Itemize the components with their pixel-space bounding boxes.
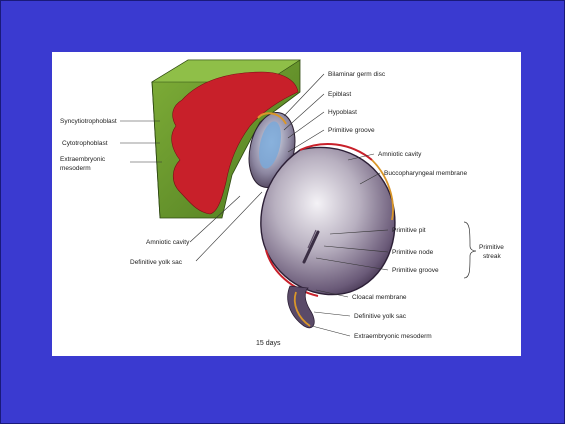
label-primitive-pit: Primitive pit <box>392 227 426 234</box>
label-primitive-groove-top: Primitive groove <box>328 127 375 134</box>
yolk-stalk <box>288 286 315 328</box>
label-primitive-groove: Primitive groove <box>392 267 439 274</box>
label-epiblast: Epiblast <box>328 91 351 98</box>
label-primitive-streak-line1: Primitive <box>479 244 504 251</box>
label-extraembryonic-mesoderm-line1: Extraembryonic <box>60 156 106 163</box>
primitive-streak-brace <box>464 222 476 278</box>
label-primitive-streak-line2: streak <box>483 253 501 260</box>
label-bilaminar-germ-disc: Bilaminar germ disc <box>328 71 386 78</box>
label-buccopharyngeal-membrane: Buccopharyngeal membrane <box>384 170 467 177</box>
label-primitive-node: Primitive node <box>392 249 434 256</box>
caption-age: 15 days <box>256 340 281 347</box>
label-hypoblast: Hypoblast <box>328 109 357 116</box>
label-amniotic-cavity-right: Amniotic cavity <box>378 151 422 158</box>
label-extraembryonic-mesoderm-line2: mesoderm <box>60 165 91 172</box>
label-definitive-yolk-sac-left: Definitive yolk sac <box>130 259 183 266</box>
label-amniotic-cavity-left: Amniotic cavity <box>146 239 190 246</box>
label-definitive-yolk-sac-right: Definitive yolk sac <box>354 313 407 320</box>
label-cloacal-membrane: Cloacal membrane <box>352 294 407 301</box>
label-extraembryonic-mesoderm-right: Extraembryonic mesoderm <box>354 333 432 340</box>
label-syncytiotrophoblast: Syncytiotrophoblast <box>60 118 117 125</box>
embryo-disc <box>261 144 395 296</box>
label-cytotrophoblast: Cytotrophoblast <box>62 140 108 147</box>
